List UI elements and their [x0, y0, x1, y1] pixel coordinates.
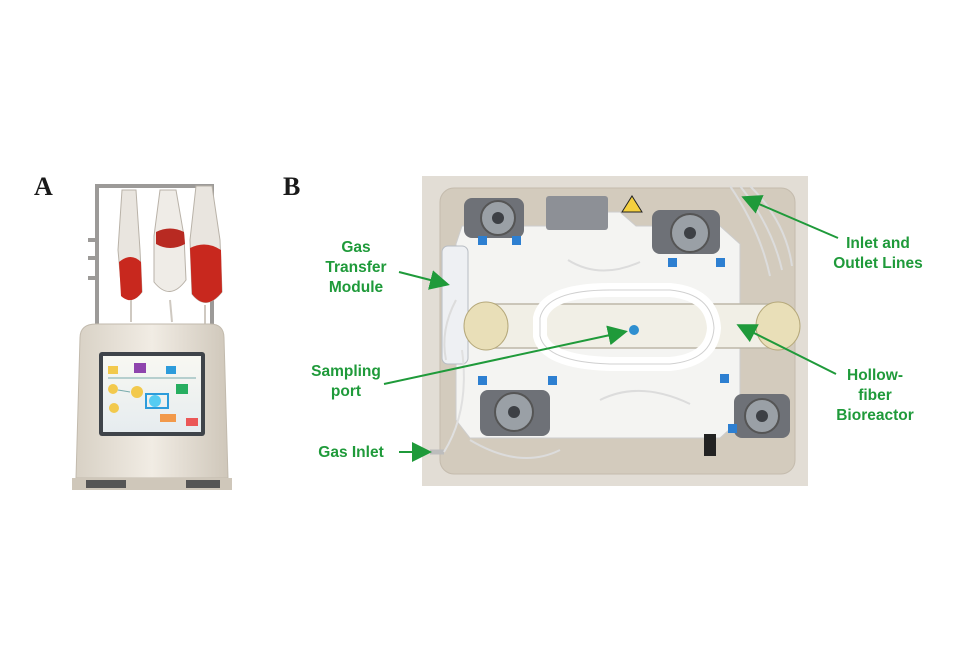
callout-sampling-port: Sampling port — [311, 363, 381, 400]
peristaltic-pump-top-left — [464, 198, 524, 238]
media-bag-left — [117, 189, 143, 322]
touchscreen — [99, 352, 205, 436]
callout-gas-transfer-module: Gas Transfer Module — [325, 239, 387, 296]
panel-a-letter: A — [34, 172, 53, 201]
warning-icon — [621, 195, 643, 213]
peristaltic-pump-bottom-right — [734, 394, 790, 438]
panel-b-letter: B — [283, 172, 301, 201]
sampling-port — [629, 325, 639, 335]
peristaltic-pump-bottom-left — [480, 390, 550, 436]
callout-gas-inlet: Gas Inlet — [318, 444, 384, 461]
callout-inlet-outlet-lines: Inlet and Outlet Lines — [833, 235, 923, 272]
device-photo — [72, 184, 232, 490]
tubing-clamps — [478, 236, 737, 433]
control-module — [546, 196, 608, 230]
gas-transfer-module — [441, 245, 469, 365]
media-bag-right — [189, 185, 223, 325]
callout-hollow-fiber-bioreactor: Hollow- fiber Bioreactor — [836, 367, 914, 424]
media-bag-center — [153, 189, 187, 323]
tubing — [443, 185, 793, 459]
callout-arrows — [383, 195, 839, 462]
peristaltic-pump-top-right — [652, 210, 720, 254]
